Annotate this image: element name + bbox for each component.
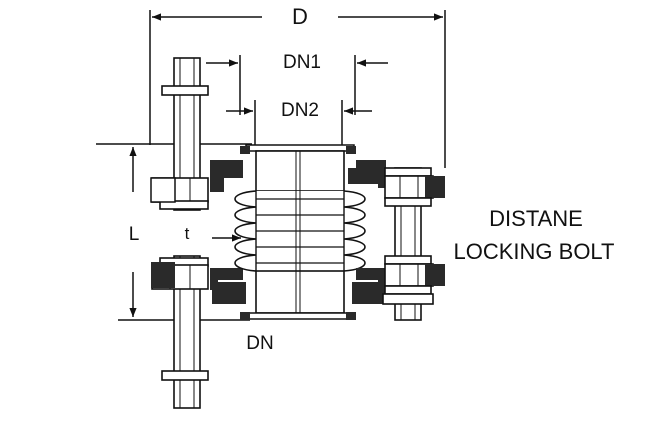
- dimension-dn1: DN1: [206, 52, 388, 115]
- l-label: L: [129, 224, 140, 245]
- locking-bolt-note: DISTANE LOCKING BOLT: [454, 206, 615, 264]
- dn-label: DN: [246, 333, 273, 354]
- dn1-label: DN1: [283, 52, 321, 73]
- note-line-2: LOCKING BOLT: [454, 239, 615, 264]
- right-flange-blocks: [348, 160, 386, 304]
- left-flange-blocks: [150, 160, 246, 304]
- dimension-dn2: DN2: [226, 100, 372, 150]
- bellows-body: [234, 144, 366, 320]
- dn2-label: DN2: [281, 100, 319, 121]
- right-locking-bolt: [382, 167, 445, 321]
- t-label: t: [185, 224, 190, 243]
- note-line-1: DISTANE: [489, 206, 583, 231]
- dimension-d: D: [149, 4, 446, 168]
- d-label: D: [292, 4, 308, 29]
